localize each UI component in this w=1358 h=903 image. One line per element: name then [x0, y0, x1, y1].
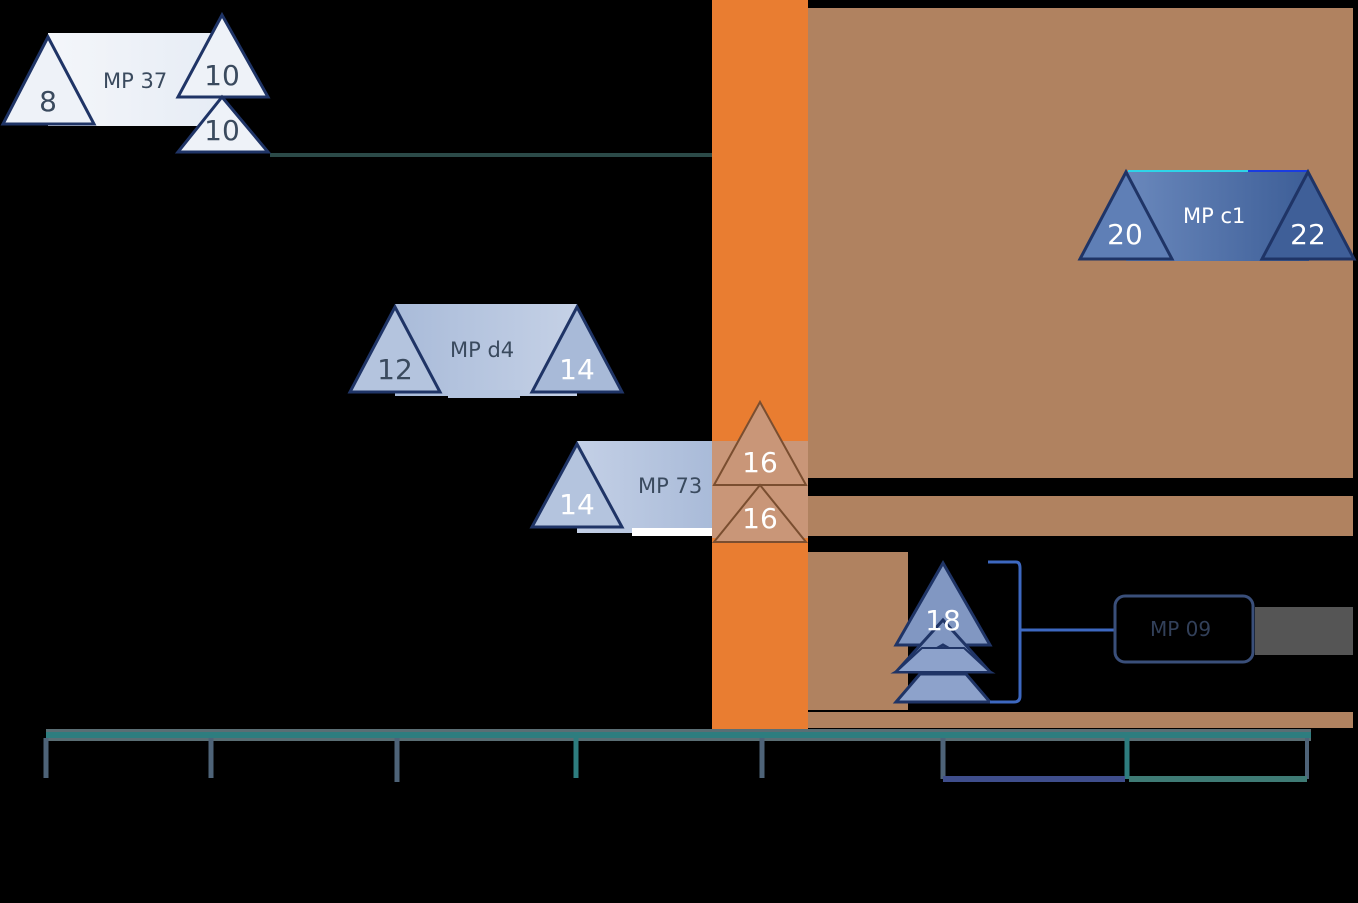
mpd4-end-label: 14	[559, 353, 595, 386]
future-band-top	[808, 8, 1353, 168]
mpc1-end-label: 22	[1290, 218, 1326, 251]
timeline-axis	[43, 729, 1311, 782]
future-band-row-2	[808, 496, 1353, 536]
mpc1-start-label: 20	[1107, 218, 1143, 251]
mp37-start-label: 8	[39, 85, 57, 118]
mp09-label: MP 09	[1150, 617, 1212, 641]
milestone-mp37	[0, 11, 272, 154]
grey-block	[1255, 607, 1353, 655]
milestone-mp73	[529, 399, 809, 543]
future-band-bottom	[808, 712, 1353, 728]
mp73-start-label: 14	[559, 488, 595, 521]
mp37-end-bottom-label: 10	[204, 114, 240, 147]
now-bar	[712, 0, 808, 738]
milestone-mp09	[890, 559, 1255, 704]
mp73-end-top-label: 16	[742, 446, 778, 479]
mpc1-label: MP c1	[1183, 204, 1246, 228]
mpd4-start-label: 12	[377, 353, 413, 386]
mp37-end-top-label: 10	[204, 59, 240, 92]
mp73-label: MP 73	[638, 474, 703, 498]
milestone-mpc1	[1077, 168, 1357, 261]
mp09-stack-label: 18	[925, 604, 961, 637]
mp37-label: MP 37	[103, 69, 168, 93]
future-band-row-3	[808, 552, 908, 710]
mp73-end-bottom-label: 16	[742, 502, 778, 535]
milestone-mpd4	[347, 303, 625, 398]
mpd4-label: MP d4	[450, 338, 515, 362]
